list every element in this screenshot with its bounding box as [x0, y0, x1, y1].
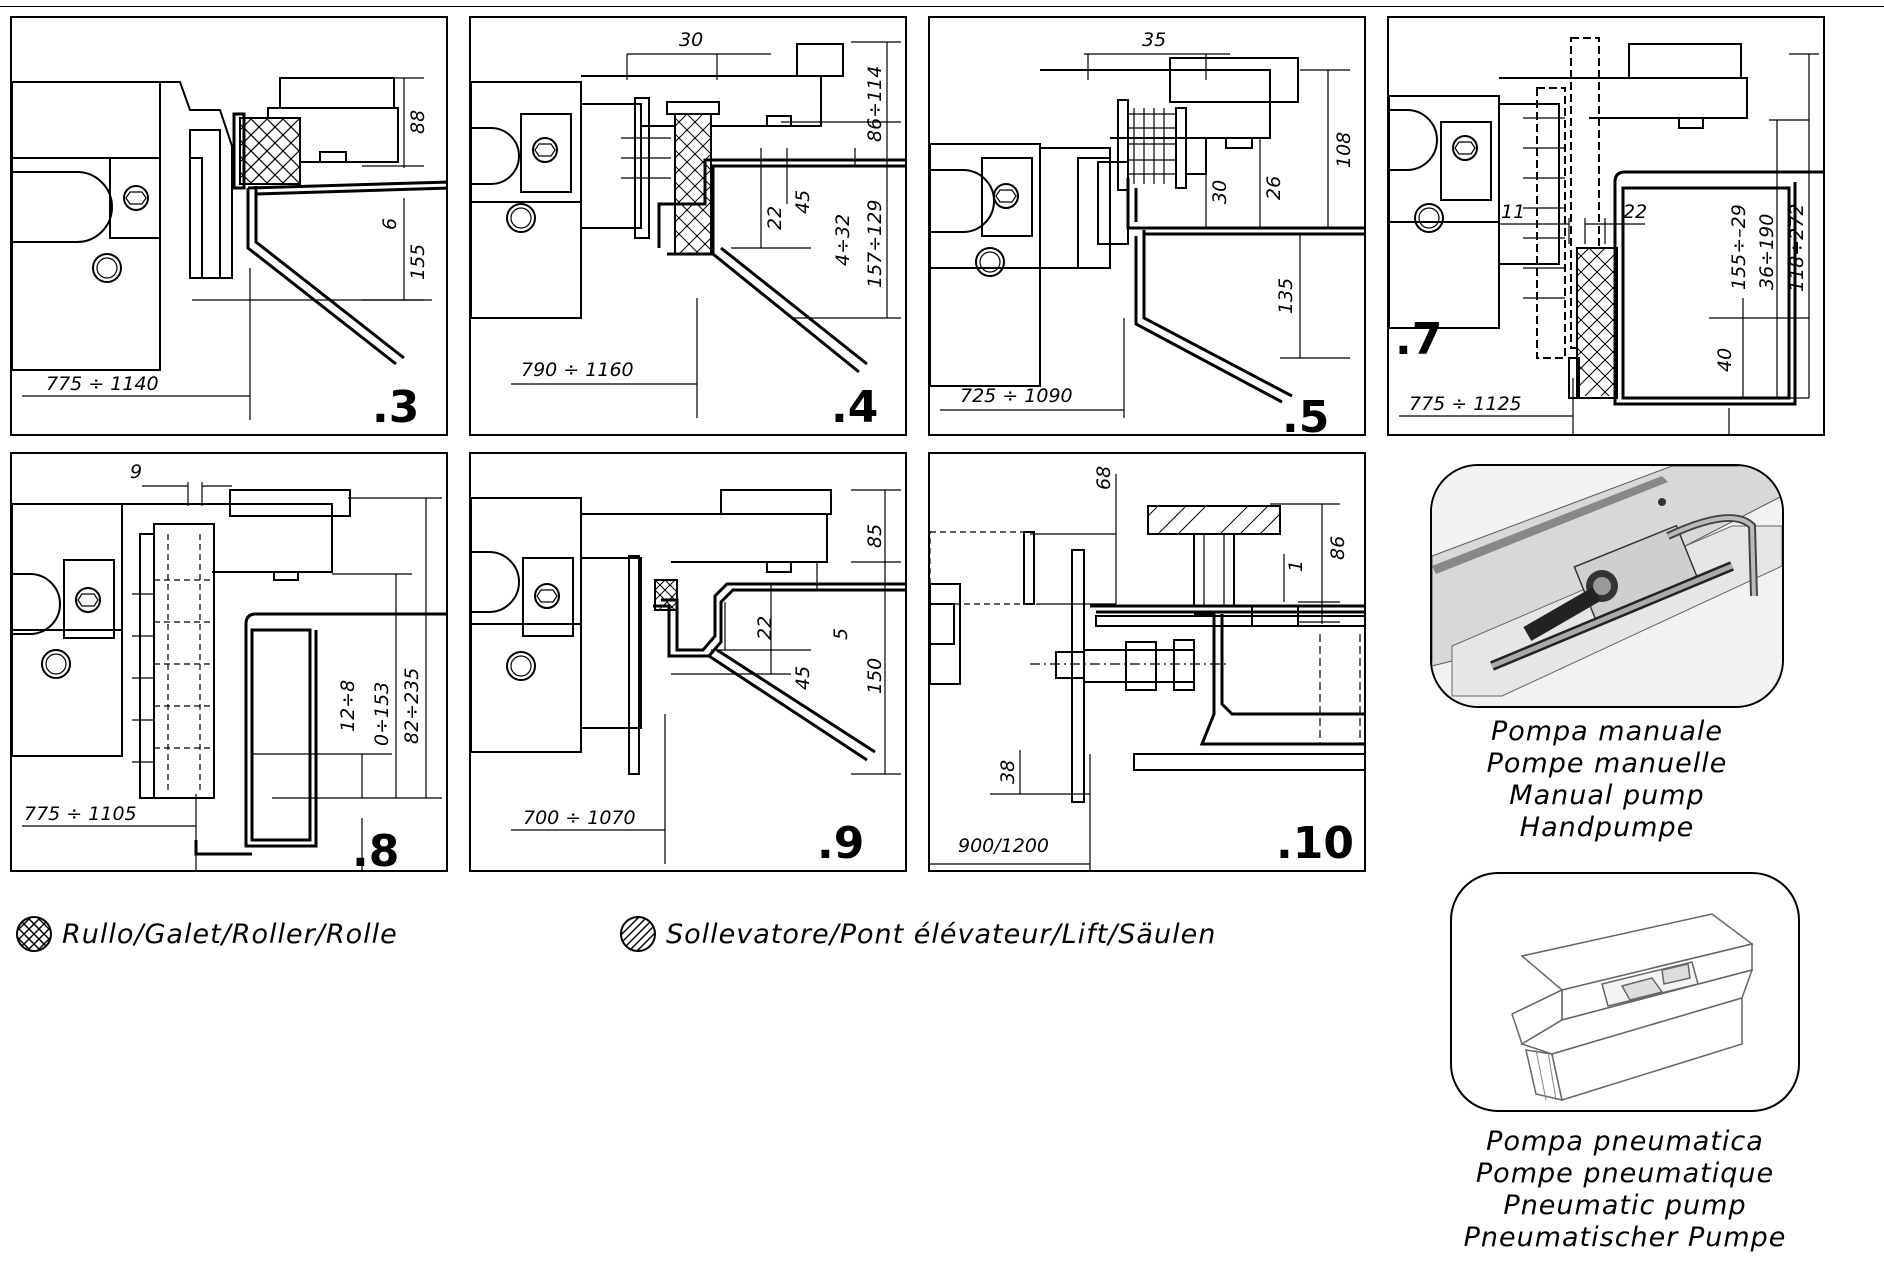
pneumatic-pump-caption: Pompa pneumatica Pompe pneumatique Pneum…: [1450, 1126, 1800, 1254]
panel-7-drawing: 11 22 155÷–29 36÷190 118÷272 40 775 ÷ 11…: [1389, 37, 1823, 434]
pneumatic-pump-label-en: Pneumatic pump: [1503, 1190, 1747, 1221]
legend-roller: Rullo/Galet/Roller/Rolle: [14, 914, 398, 954]
panel-10-dim-38: 38: [997, 760, 1019, 784]
panel-10-drawing: 68 86 1 38 900/1200 .10: [930, 466, 1364, 870]
manual-pump-label-de: Handpumpe: [1519, 812, 1695, 843]
pneumatic-pump-image: [1450, 872, 1800, 1112]
panel-4-drawing: 30 86÷114 22 45 4÷32 157÷129 790 ÷ 1160 …: [471, 29, 905, 433]
panel-7-dim-155-29: 155÷–29: [1728, 204, 1750, 290]
panel-5-dim-108: 108: [1333, 132, 1355, 168]
panel-4-dim-157-129: 157÷129: [864, 200, 886, 288]
panel-3-range: 775 ÷ 1140: [46, 373, 159, 395]
panel-10-range: 900/1200: [958, 835, 1049, 857]
panel-5-drawing: 35 108 30 26 135 725 ÷ 1090 .5: [930, 29, 1364, 436]
panel-5-range: 725 ÷ 1090: [960, 385, 1073, 407]
panel-4-range: 790 ÷ 1160: [521, 359, 634, 381]
manual-pump-label-it: Pompa manuale: [1490, 716, 1724, 747]
panel-8: 9 12÷8 0÷153 82÷235 775 ÷ 1105 .8: [10, 452, 448, 872]
panel-4-dim-45: 45: [792, 190, 814, 214]
panel-9-dim-5: 5: [830, 628, 852, 640]
panel-9-range: 700 ÷ 1070: [523, 807, 636, 829]
pneumatic-pump-drawing: [1511, 913, 1754, 1101]
panel-10-dim-1: 1: [1285, 560, 1307, 572]
panel-5-number: .5: [1282, 392, 1329, 436]
panel-5: 35 108 30 26 135 725 ÷ 1090 .5: [928, 16, 1366, 436]
panel-10-dim-68: 68: [1093, 466, 1115, 490]
panel-4: 30 86÷114 22 45 4÷32 157÷129 790 ÷ 1160 …: [469, 16, 907, 436]
panel-7-dim-22: 22: [1623, 201, 1647, 223]
manual-pump-caption: Pompa manuale Pompe manuelle Manual pump…: [1430, 716, 1784, 844]
panel-3-dim-88: 88: [407, 110, 429, 134]
pneumatic-pump-label-fr: Pompe pneumatique: [1475, 1158, 1775, 1189]
panel-8-drawing: 9 12÷8 0÷153 82÷235 775 ÷ 1105 .8: [12, 461, 446, 872]
panel-7-dim-118-272: 118÷272: [1786, 204, 1808, 292]
manual-pump-label-en: Manual pump: [1509, 780, 1705, 811]
hatched-circle-icon: [620, 916, 656, 952]
panel-9-drawing: 85 22 5 45 150 700 ÷ 1070 .9: [471, 489, 905, 869]
panel-9-dim-22: 22: [754, 616, 776, 640]
panel-5-dim-35: 35: [1142, 29, 1166, 51]
panel-4-number: .4: [831, 382, 878, 433]
panel-3-number: .3: [372, 382, 419, 433]
panel-7-dim-11: 11: [1501, 201, 1525, 223]
panel-4-dim-4-32: 4÷32: [832, 214, 854, 266]
panel-8-dim-0-153: 0÷153: [371, 682, 393, 746]
panel-4-dim-30: 30: [679, 29, 703, 51]
panel-8-dim-12-8: 12÷8: [337, 680, 359, 732]
pneumatic-pump-label-de: Pneumatischer Pumpe: [1463, 1222, 1787, 1253]
panel-9-dim-85: 85: [864, 524, 886, 548]
panel-9: 85 22 5 45 150 700 ÷ 1070 .9: [469, 452, 907, 872]
panel-8-dim-82-235: 82÷235: [401, 668, 423, 744]
panel-9-dim-45: 45: [792, 666, 814, 690]
panel-7-range: 775 ÷ 1125: [1409, 393, 1522, 415]
manual-pump-image: [1430, 464, 1784, 708]
top-rule: [0, 6, 1884, 7]
panel-9-number: .9: [817, 818, 864, 869]
panel-7: 11 22 155÷–29 36÷190 118÷272 40 775 ÷ 11…: [1387, 16, 1825, 436]
panel-10-dim-86: 86: [1327, 536, 1349, 560]
panel-7-dim-36-190: 36÷190: [1756, 214, 1778, 290]
manual-pump-label-fr: Pompe manuelle: [1486, 748, 1728, 779]
manual-pump-drawing: [1432, 466, 1782, 706]
panel-7-number: .7: [1395, 314, 1442, 365]
pneumatic-pump-label-it: Pompa pneumatica: [1486, 1126, 1764, 1157]
panel-8-number: .8: [352, 826, 399, 872]
panel-4-dim-86-114: 86÷114: [864, 66, 886, 142]
panel-8-range: 775 ÷ 1105: [24, 803, 137, 825]
panel-10-number: .10: [1276, 818, 1354, 869]
panel-9-dim-150: 150: [864, 658, 886, 694]
panel-3-dim-6: 6: [379, 218, 401, 230]
crosshatch-circle-icon: [16, 916, 52, 952]
panel-8-dim-9: 9: [130, 461, 142, 483]
legend-roller-label: Rullo/Galet/Roller/Rolle: [62, 918, 398, 950]
panel-5-dim-26: 26: [1263, 176, 1285, 200]
legend-lift-label: Sollevatore/Pont élévateur/Lift/Säulen: [666, 918, 1217, 950]
legend-lift: Sollevatore/Pont élévateur/Lift/Säulen: [618, 914, 1216, 954]
panel-3-dim-155: 155: [407, 244, 429, 280]
panel-5-dim-135: 135: [1275, 278, 1297, 314]
panel-10: 68 86 1 38 900/1200 .10: [928, 452, 1366, 872]
panel-4-dim-22: 22: [764, 206, 786, 230]
panel-3-drawing: 88 6 155 775 ÷ 1140 .3: [12, 77, 446, 433]
panel-3: 88 6 155 775 ÷ 1140 .3: [10, 16, 448, 436]
panel-7-dim-40: 40: [1714, 348, 1736, 372]
panel-5-dim-30: 30: [1209, 180, 1231, 204]
